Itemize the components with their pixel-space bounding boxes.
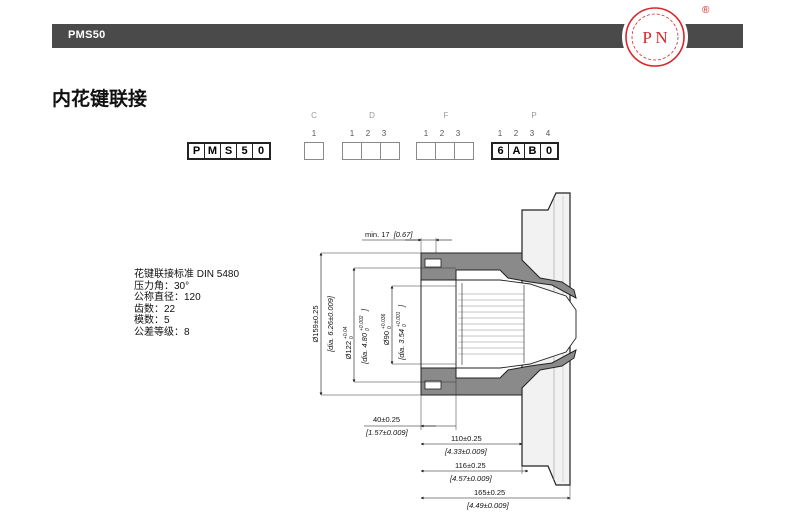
svg-text:+0.001: +0.001 [396,311,402,327]
group-letter-d: D [369,111,375,120]
group-p-index: 4 [545,129,551,138]
group-p-index: 2 [513,129,519,138]
code-cell: 5 [237,144,253,158]
code-cell: P [189,144,205,158]
group-f-index: 1 [423,129,429,138]
svg-text:+0.002: +0.002 [359,315,365,331]
code-cell: S [221,144,237,158]
spline-spec: 花键联接标准 DIN 5480 压力角：30° 公称直径：120 齿数：22 模… [134,269,239,338]
spec-line: 齿数：22 [134,303,176,315]
code-cell: M [205,144,221,158]
group-d-index: 1 [349,129,355,138]
brand-logo-text: P N [642,28,667,47]
code-group-f [416,142,474,160]
dim-l40: 40±0.25 [373,415,400,424]
group-d-index: 3 [381,129,387,138]
dim-d90: Ø90 +0.036 0 [381,313,393,345]
dim-l110-inch: [4.33±0.009] [444,447,488,456]
dim-l116-inch: [4.57±0.009] [449,474,493,483]
code-cell: 6 [493,144,509,158]
code-group-c [304,142,324,160]
svg-text:]: ] [397,304,406,308]
brand-logo: P N [622,4,688,70]
spec-line: 公称直径：120 [134,292,201,303]
code-group-d [342,142,400,160]
coupling-cross-section [420,192,577,486]
dim-l165: 165±0.25 [474,488,505,497]
spec-line: 公差等级：8 [134,326,190,338]
dim-l165-inch: [4.49±0.009] [466,501,510,510]
dim-d122: Ø122 +0.04 0 [343,326,355,359]
brand-logo-mark: P N [625,7,685,67]
code-group-model: P M S 5 0 [187,142,271,160]
svg-text:[dia. 4.80: [dia. 4.80 [360,332,369,365]
code-cell [436,143,455,159]
code-cell [343,143,362,159]
svg-text:Ø90: Ø90 [382,331,391,345]
svg-text:]: ] [360,308,369,312]
code-cell: A [509,144,525,158]
coupling-body-lower [420,349,577,396]
group-letter-p: P [531,111,537,120]
group-letter-f: F [443,111,449,120]
header-title: PMS50 [68,29,106,41]
code-cell: B [525,144,541,158]
bolt-hole-lower [424,380,442,390]
code-group-p: 6 A B 0 [491,142,559,160]
group-d-index: 2 [365,129,371,138]
dim-d159: Ø159±0.25 [311,305,320,342]
dim-d90-inch: [dia. 3.54 +0.001 0 ] [396,304,408,361]
code-cell [362,143,381,159]
page-title: 内花键联接 [52,89,148,110]
code-cell [417,143,436,159]
dim-l110: 110±0.25 [451,434,482,443]
svg-text:0: 0 [402,324,408,327]
spec-line: 压力角：30° [134,280,190,292]
code-cell: 0 [257,145,265,157]
dimension-lines [319,238,571,500]
dim-l116: 116±0.25 [455,461,486,470]
spec-standard: 花键联接标准 DIN 5480 [134,269,240,280]
svg-text:Ø122: Ø122 [344,341,353,359]
code-cell: 0 [545,145,553,157]
svg-text:+0.036: +0.036 [381,313,387,329]
svg-text:[dia. 3.54: [dia. 3.54 [397,329,406,361]
spline-teeth [458,293,524,355]
extension-lines [321,238,571,500]
svg-text:0: 0 [365,328,371,331]
group-p-index: 1 [497,129,503,138]
group-f-index: 2 [439,129,445,138]
bolt-hole-upper [424,258,442,268]
spec-line: 模数：5 [134,315,170,326]
svg-text:0: 0 [387,326,393,329]
svg-text:0: 0 [349,336,355,339]
dim-l40-inch: [1.57±0.009] [365,428,409,437]
group-p-index: 3 [529,129,535,138]
dim-d159-inch: [dia. 6.26±0.009] [326,295,335,353]
svg-text:+0.04: +0.04 [343,326,349,339]
group-letter-c: C [311,111,317,120]
group-f-index: 3 [455,129,461,138]
group-c-index: 1 [311,129,317,138]
dim-d122-inch: [dia. 4.80 +0.002 0 ] [359,308,371,365]
dim-min-label: min. 17 [0.67] [365,230,413,239]
registered-mark: ® [702,5,710,16]
coupling-body-upper [420,252,577,299]
